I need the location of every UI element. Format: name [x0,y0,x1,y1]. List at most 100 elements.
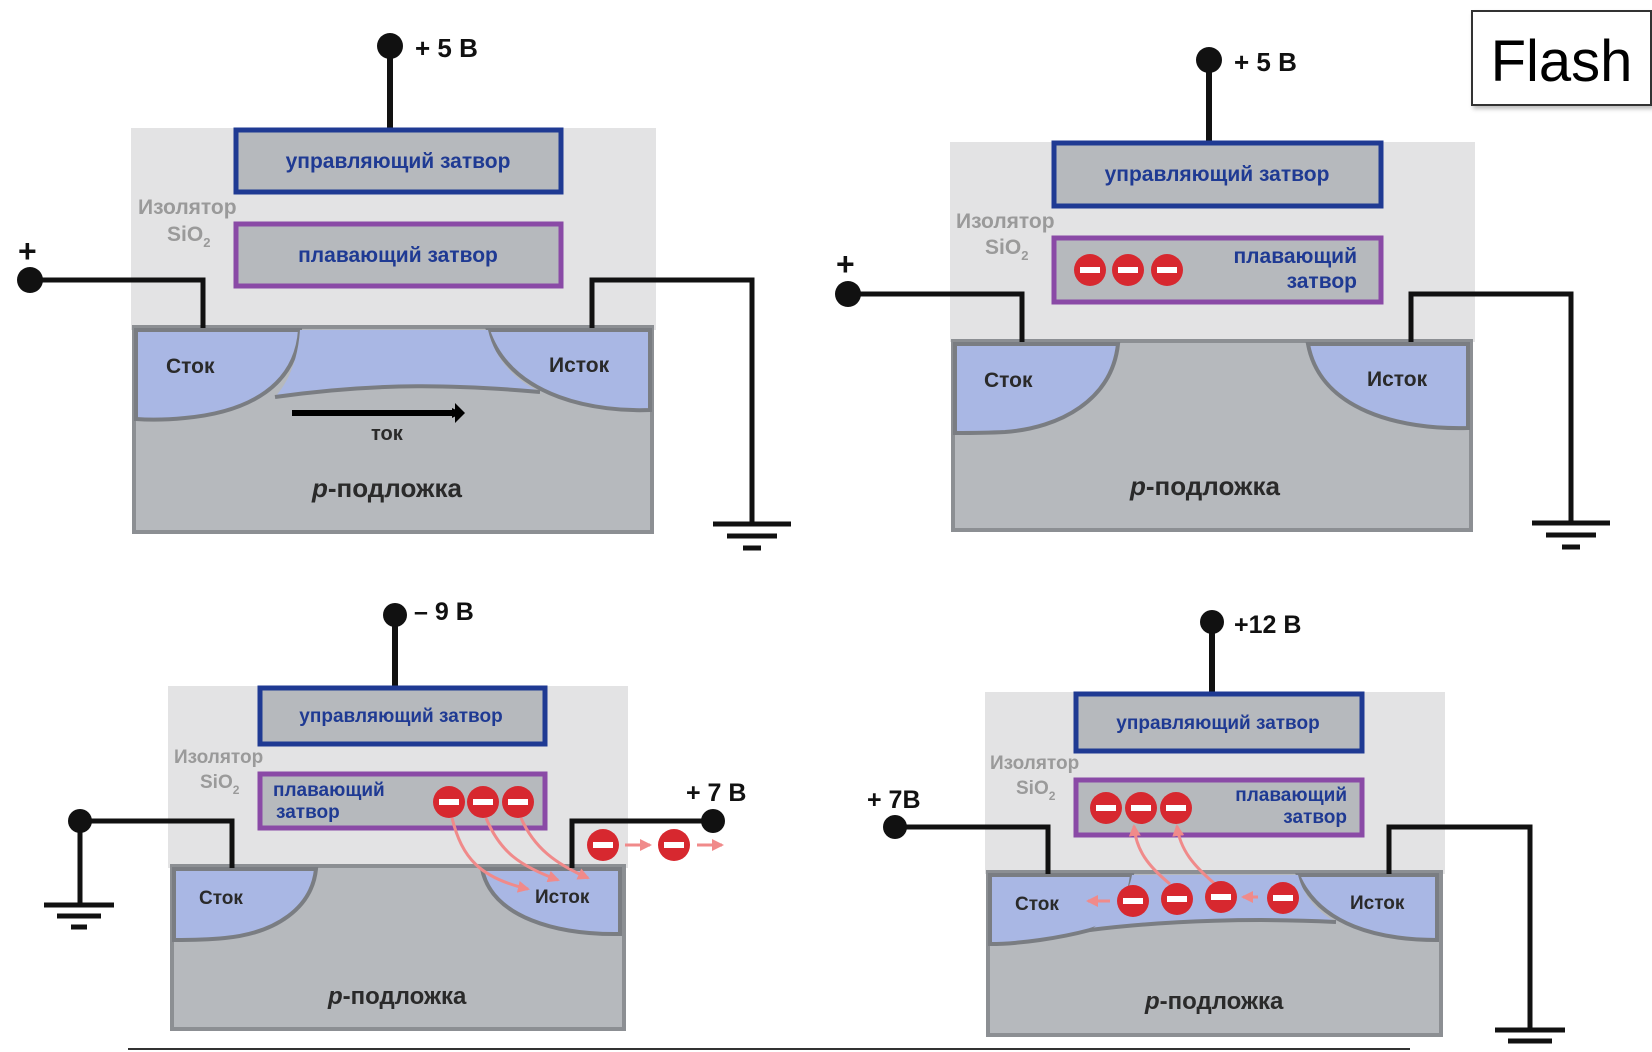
electron-icon [1151,254,1183,286]
control-gate [1073,691,1365,754]
drain-plus: + [836,246,855,282]
diagram-write: +12 В управляющий затвор плавающий затво… [867,610,1565,1044]
control-gate [233,127,564,195]
drain-region [172,867,319,943]
electron-icon [1117,885,1149,917]
injection-arrow [1128,824,1171,886]
drain-wire [77,818,235,905]
diagram-erase: – 9 В управляющий затвор плавающий затво… [44,598,746,1031]
ground-icon [44,902,114,930]
diagram-programmed: + 5 В управляющий затвор плавающий затво… [835,47,1610,550]
electron-icon [1074,254,1106,286]
insulator-label: Изолятор [138,196,237,219]
source-label: Исток [1367,368,1428,391]
ground-icon [1495,1027,1565,1044]
source-wire [589,277,755,524]
electron-icon [502,786,534,818]
drain-wire [30,277,206,328]
gate-terminal [1196,47,1222,73]
floating-gate [233,221,564,289]
tunnel-arrow [450,817,530,893]
tunnel-arrow [484,817,560,883]
drain-label: Сток [166,355,215,378]
electron-icon [1090,792,1122,824]
source-voltage: + 7 В [686,779,746,807]
drain-label: Сток [1015,894,1059,915]
electron-icon [658,829,690,861]
drain-region [134,328,303,422]
source-terminal [701,809,725,833]
control-gate-label: управляющий затвор [1105,163,1330,186]
drain-terminal [17,267,43,293]
floating-gate-label-2: затвор [1287,270,1357,293]
floating-gate [1051,235,1384,305]
drain-voltage: + 7В [867,786,921,814]
substrate-label: p-подложка [1129,471,1280,501]
ground-icon [713,521,791,551]
gate-voltage: +12 В [1234,611,1301,639]
drain-wire [848,291,1025,342]
electron-icon [1160,792,1192,824]
drain-terminal [835,281,861,307]
tunnel-arrow [519,817,590,880]
source-label: Исток [535,887,590,908]
insulator-formula: SiO2 [1016,778,1056,803]
gate-terminal [377,33,403,59]
electron-icon [587,829,619,861]
floating-gate-label-2: затвор [276,802,340,823]
drain-plus: + [18,233,37,269]
current-label: ток [371,423,404,445]
insulator-label: Изолятор [174,747,263,768]
drain-label: Сток [199,888,243,909]
drain-terminal [68,809,92,833]
drain-label: Сток [984,369,1033,392]
substrate-label: p-подложка [327,983,467,1010]
electron-icon [1267,882,1299,914]
floating-gate-label-1: плавающий [1235,785,1347,806]
control-gate-label: управляющий затвор [1116,713,1319,734]
source-region [1294,873,1439,943]
floating-gate-label-1: плавающий [1234,245,1358,268]
insulator-label: Изолятор [990,753,1079,774]
control-gate-label: управляющий затвор [286,150,511,173]
injection-arrow [1172,824,1216,886]
electron-icon [433,786,465,818]
substrate-label: p-подложка [1144,988,1284,1015]
electron-icon [1161,883,1193,915]
source-wire [1386,824,1533,1030]
drain-wire [895,824,1051,874]
floating-gate-label-2: затвор [1283,807,1347,828]
electron-icon [467,786,499,818]
gate-voltage: + 5 В [415,33,478,63]
floating-gate [1073,777,1365,838]
substrate-label: p-подложка [311,473,462,503]
control-gate [257,685,548,747]
control-gate-label: управляющий затвор [299,706,502,727]
ground-icon [1532,520,1610,550]
electron-icon [1205,881,1237,913]
control-gate [1051,140,1384,209]
insulator-label: Изолятор [956,210,1055,233]
channel [275,330,540,397]
slide-title: Flash [1490,29,1633,94]
source-label: Исток [549,354,610,377]
electron-icon [1112,254,1144,286]
insulator-formula: SiO2 [167,223,210,250]
source-label: Исток [1350,893,1405,914]
source-region [485,328,652,413]
floating-gate-label-1: плавающий [273,780,385,801]
source-wire [569,818,713,868]
floating-gate-label: плавающий затвор [298,244,498,267]
source-wire [1408,291,1574,523]
gate-voltage: + 5 В [1234,47,1297,77]
drain-terminal [883,815,907,839]
insulator-formula: SiO2 [985,236,1028,263]
gate-terminal [1200,610,1224,634]
diagram-read: + 5 В управляющий затвор плавающий затво… [17,33,791,551]
gate-voltage: – 9 В [414,598,474,626]
title-box: Flash [1471,10,1652,106]
insulator-formula: SiO2 [200,772,240,797]
electron-icon [1125,792,1157,824]
drain-region [953,342,1121,436]
